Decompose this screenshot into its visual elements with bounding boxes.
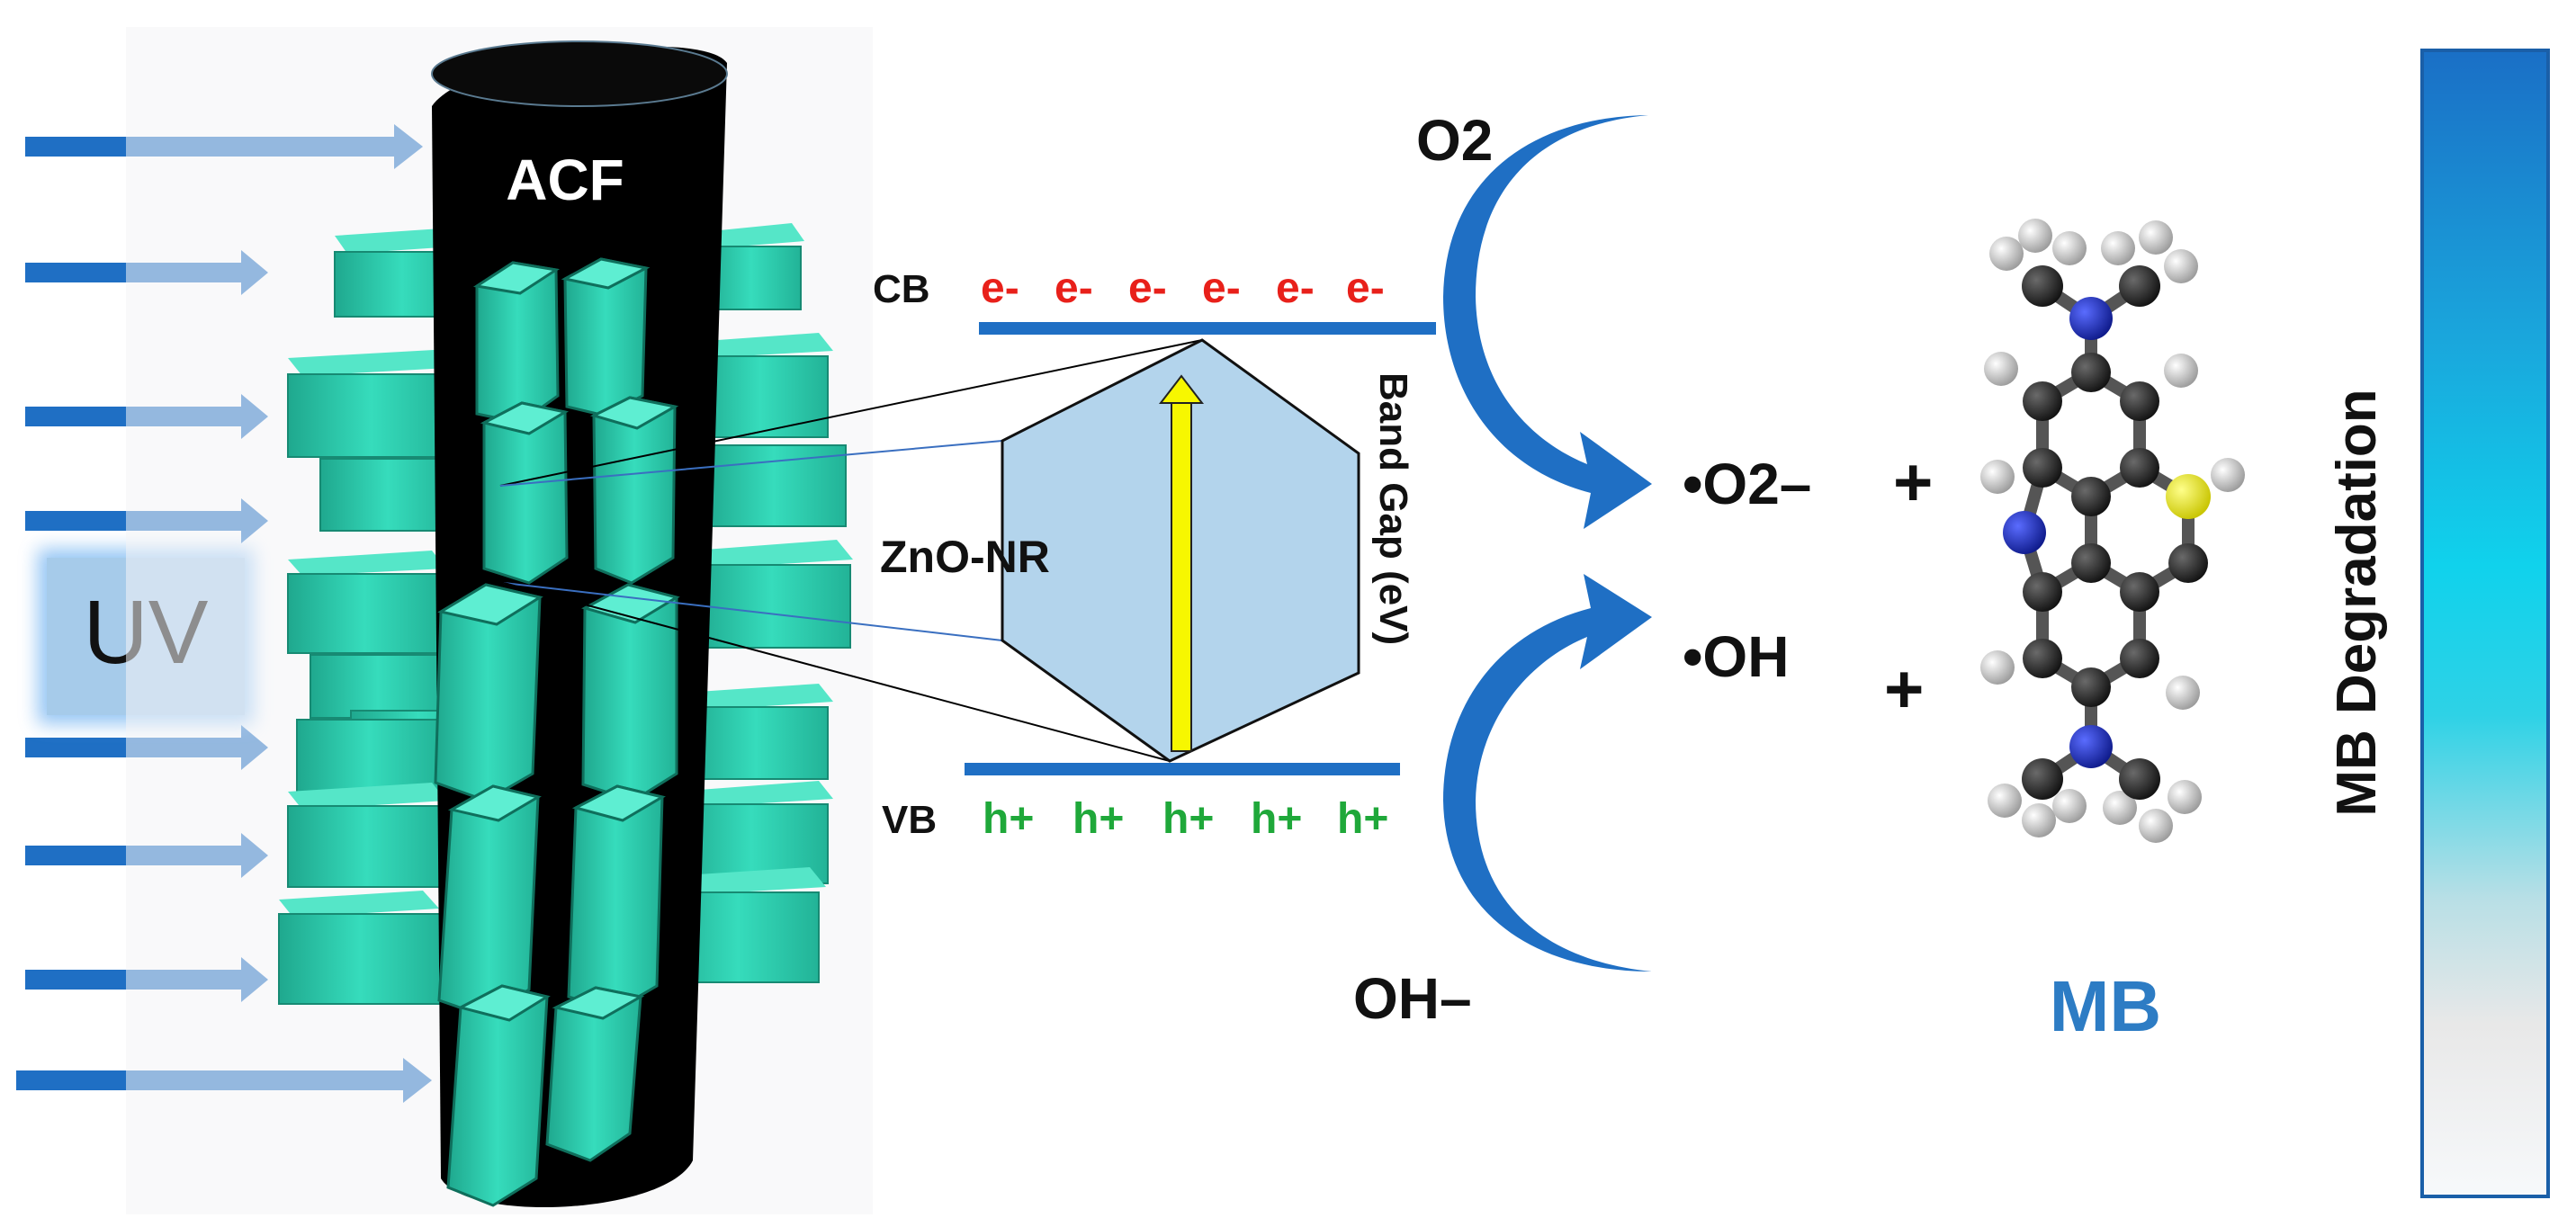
- electron-row: e- e- e- e- e- e-: [981, 264, 1385, 312]
- o2-label: O2: [1416, 108, 1493, 173]
- methylene-blue-molecule-icon: [1980, 219, 2245, 843]
- electron-label: e-: [1202, 264, 1241, 312]
- curved-arrow-icon: [1443, 574, 1652, 972]
- valence-band-line: [965, 763, 1400, 775]
- hole-label: h+: [983, 795, 1034, 843]
- acf-label: ACF: [506, 148, 624, 212]
- cb-label: CB: [873, 267, 930, 311]
- oh-radical-label: •OH: [1683, 624, 1789, 689]
- hole-label: h+: [1162, 795, 1214, 843]
- plus-sign: +: [1893, 444, 1933, 521]
- zoom-lines: [499, 339, 1203, 762]
- acf-nanorod-assembly: ACF: [126, 27, 873, 1214]
- electron-label: e-: [981, 264, 1019, 312]
- plus-sign: +: [1884, 651, 1924, 728]
- o2-radical-label: •O2–: [1683, 452, 1811, 516]
- vb-label: VB: [882, 798, 937, 842]
- band-gap-arrow-icon: [1158, 374, 1205, 752]
- electron-label: e-: [1128, 264, 1167, 312]
- hole-label: h+: [1337, 795, 1388, 843]
- hole-row: h+ h+ h+ h+ h+: [983, 795, 1388, 843]
- conduction-band-line: [979, 322, 1436, 335]
- electron-label: e-: [1055, 264, 1093, 312]
- zno-nr-label: ZnO-NR: [880, 532, 1050, 582]
- mb-label: MB: [2050, 966, 2161, 1046]
- curved-arrow-icon: [1443, 115, 1652, 529]
- mb-degradation-label: MB Degradation: [2326, 389, 2388, 816]
- electron-label: e-: [1276, 264, 1315, 312]
- electron-label: e-: [1346, 264, 1385, 312]
- redox-reactions: O2 •O2– •OH OH– + +: [1353, 108, 1933, 1031]
- hole-label: h+: [1073, 795, 1124, 843]
- vertical-nanorods: [434, 257, 680, 1207]
- degradation-gradient-bar: [2420, 49, 2550, 1198]
- oh-minus-label: OH–: [1353, 966, 1472, 1031]
- band-diagram: CB VB ZnO-NR Band Gap (eV) e- e- e- e- e…: [873, 264, 1436, 843]
- hole-label: h+: [1251, 795, 1302, 843]
- band-gap-label: Band Gap (eV): [1371, 372, 1415, 645]
